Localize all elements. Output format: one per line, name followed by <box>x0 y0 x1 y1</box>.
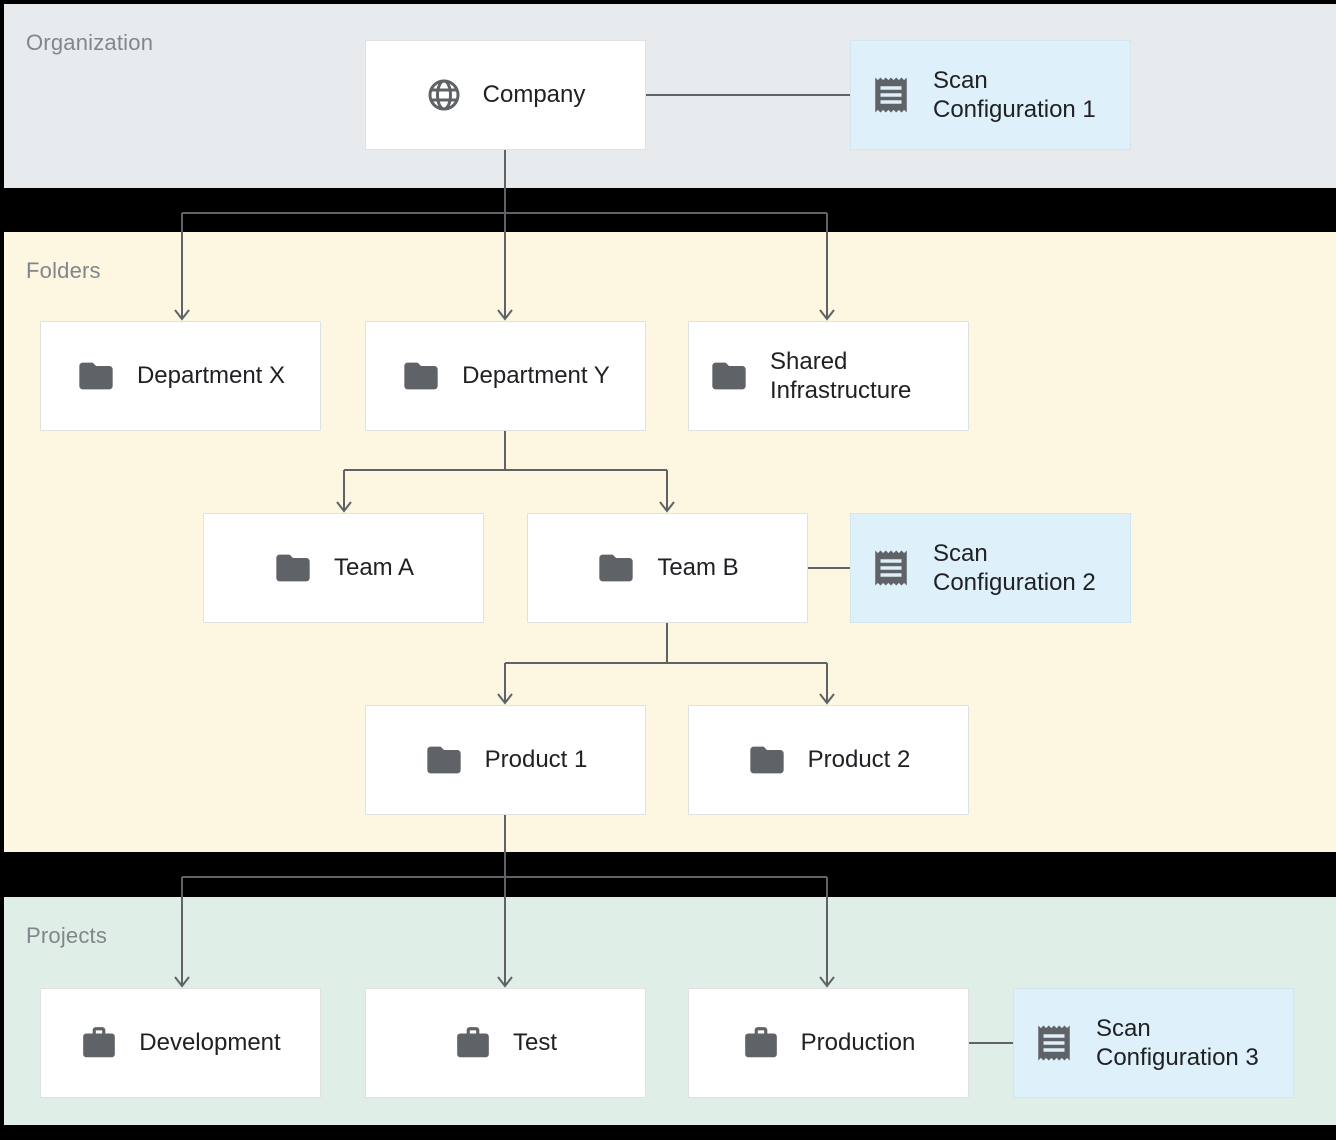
receipt-icon <box>875 550 907 586</box>
node-product-2: Product 2 <box>688 705 969 815</box>
organization-band-label: Organization <box>26 30 154 55</box>
node-label: Team A <box>333 554 415 582</box>
node-production: Production <box>688 988 969 1098</box>
node-product-1: Product 1 <box>365 705 646 815</box>
node-label: Scan Configuration 1 <box>933 66 1096 123</box>
node-company: Company <box>365 40 646 150</box>
node-team-a: Team A <box>203 513 484 623</box>
node-department-x: Department X <box>40 321 321 431</box>
node-test: Test <box>365 988 646 1098</box>
node-label: Department X <box>136 362 286 390</box>
node-department-y: Department Y <box>365 321 646 431</box>
receipt-icon <box>1038 1025 1070 1061</box>
arrowhead-product-1 <box>497 693 513 705</box>
node-label: Product 2 <box>807 746 911 774</box>
folder-icon <box>749 746 784 774</box>
folder-icon <box>404 362 438 390</box>
node-label: Company <box>482 81 586 109</box>
briefcase-icon <box>457 1027 489 1058</box>
node-shared-infrastructure: Shared Infrastructure <box>688 321 969 431</box>
arrowhead-shared-infrastructure <box>819 309 835 321</box>
node-scan-configuration-2: Scan Configuration 2 <box>850 513 1131 623</box>
arrowhead-development <box>174 976 190 988</box>
folder-icon <box>712 362 746 390</box>
node-scan-configuration-3: Scan Configuration 3 <box>1013 988 1294 1098</box>
connector-teamb-products <box>504 623 828 703</box>
node-label: Development <box>139 1029 281 1057</box>
node-label: Department Y <box>462 362 610 390</box>
node-label: Team B <box>657 554 739 582</box>
arrowhead-department-y <box>497 309 513 321</box>
node-label: Shared Infrastructure <box>770 347 912 404</box>
folder-icon <box>276 554 310 582</box>
arrowhead-department-x <box>174 309 190 321</box>
node-label: Test <box>512 1029 557 1057</box>
folder-icon <box>79 362 113 390</box>
node-label: Scan Configuration 2 <box>933 539 1096 596</box>
receipt-icon <box>875 77 907 113</box>
node-development: Development <box>40 988 321 1098</box>
node-label: Production <box>800 1029 916 1057</box>
node-scan-configuration-1: Scan Configuration 1 <box>850 40 1131 150</box>
arrowhead-team-b <box>659 501 675 513</box>
node-team-b: Team B <box>527 513 808 623</box>
connector-company-departments <box>181 150 828 319</box>
folder-icon <box>426 746 461 774</box>
folders-band-label: Folders <box>26 258 101 283</box>
briefcase-icon <box>83 1027 116 1058</box>
projects-band-label: Projects <box>26 923 108 948</box>
node-label: Product 1 <box>484 746 588 774</box>
arrowhead-production <box>819 976 835 988</box>
globe-icon <box>428 79 460 111</box>
arrowhead-team-a <box>336 501 352 513</box>
arrowhead-product-2 <box>819 693 835 705</box>
connector-departmenty-teams <box>343 431 668 511</box>
arrowhead-test <box>497 976 513 988</box>
node-label: Scan Configuration 3 <box>1096 1014 1259 1071</box>
folder-icon <box>599 554 633 582</box>
briefcase-icon <box>744 1027 777 1058</box>
connector-product1-projects <box>181 815 828 986</box>
